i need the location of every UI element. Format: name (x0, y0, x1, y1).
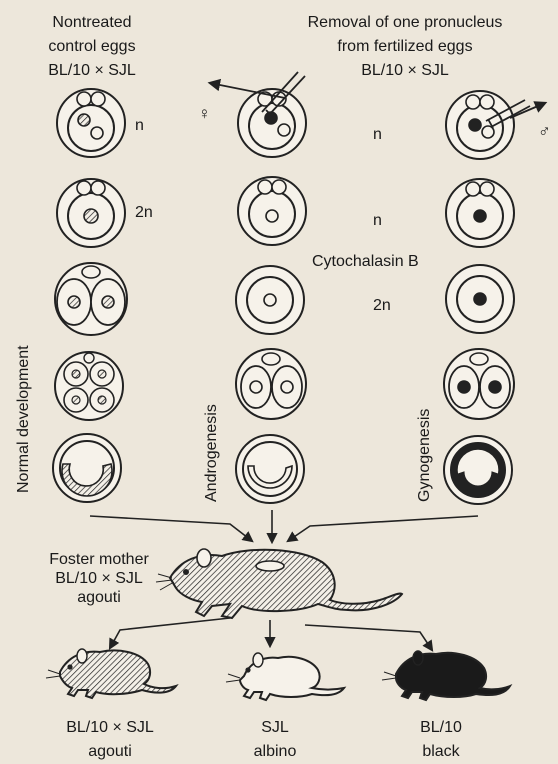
andro-diploid-egg (236, 266, 304, 334)
control-four-cell-embryo (55, 352, 123, 420)
normal-development-label: Normal development (15, 345, 33, 493)
arrow-gyno-to-foster (288, 516, 478, 541)
gyno-ploidy-n: n (373, 125, 382, 144)
offspring-agouti-coat: agouti (40, 742, 180, 761)
control-two-cell-embryo (55, 263, 127, 335)
removal-header-line2: from fertilized eggs (262, 37, 548, 56)
andro-two-cell-embryo (236, 349, 306, 419)
offspring-albino-coat: albino (230, 742, 320, 761)
offspring-black-strain: BL/10 (396, 718, 486, 737)
treatment-label: Cytochalasin B (312, 252, 419, 271)
offspring-agouti-strain: BL/10 × SJL (40, 718, 180, 737)
arrow-foster-to-agouti (110, 618, 230, 648)
offspring-agouti-mouse (46, 649, 176, 698)
foster-mother-coat: agouti (34, 588, 164, 607)
control-blastocyst (53, 434, 121, 502)
arrow-foster-to-black (305, 625, 432, 650)
andro-blastocyst (236, 435, 304, 503)
male-symbol: ♂ (538, 122, 551, 141)
gyno-blastocyst (444, 436, 512, 504)
gyno-haploid-egg (446, 179, 514, 247)
control-header-cross: BL/10 × SJL (22, 61, 162, 80)
andro-ploidy-n: n (373, 211, 382, 230)
gyno-diploid-egg (446, 265, 514, 333)
arrow-control-to-foster (90, 516, 252, 541)
foster-mother-cross: BL/10 × SJL (34, 569, 164, 588)
gyno-egg-male-removed (446, 91, 514, 159)
andro-ploidy-2n: 2n (373, 296, 391, 315)
removal-header-line1: Removal of one pronucleus (262, 13, 548, 32)
andro-haploid-egg (238, 177, 306, 245)
offspring-black-mouse (382, 651, 510, 700)
offspring-albino-mouse (226, 653, 344, 700)
foster-mother-title: Foster mother (34, 550, 164, 569)
control-egg-zygote (57, 179, 125, 247)
offspring-black-coat: black (396, 742, 486, 761)
removal-header-cross: BL/10 × SJL (262, 61, 548, 80)
control-header-line2: control eggs (22, 37, 162, 56)
andro-egg-female-removed (238, 89, 306, 157)
control-ploidy-n: n (135, 116, 144, 135)
offspring-albino-strain: SJL (230, 718, 320, 737)
gynogenesis-label: Gynogenesis (416, 409, 434, 502)
androgenesis-label: Androgenesis (203, 404, 221, 502)
control-ploidy-2n: 2n (135, 203, 153, 222)
female-symbol: ♀ (198, 104, 211, 123)
foster-mother-mouse (156, 549, 402, 618)
gyno-two-cell-embryo (444, 349, 514, 419)
control-egg-pronuclei (57, 89, 125, 157)
control-header-line1: Nontreated (22, 13, 162, 32)
